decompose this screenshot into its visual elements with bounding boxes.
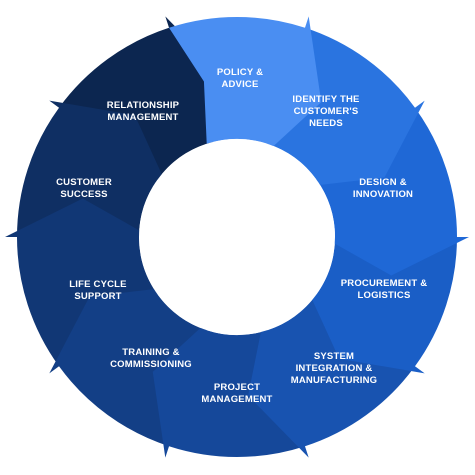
- segment-label-line: INNOVATION: [353, 189, 413, 200]
- segment-label-training: TRAINING &COMMISSIONING: [110, 347, 192, 370]
- segment-label-line: DESIGN &: [359, 177, 407, 188]
- segment-label-line: SYSTEM: [314, 351, 354, 362]
- segment-label-line: SUCCESS: [60, 189, 107, 200]
- segment-label-line: LIFE CYCLE: [69, 279, 126, 290]
- segment-procurement: [306, 237, 457, 374]
- segment-label-design: DESIGN &INNOVATION: [353, 177, 413, 200]
- segment-label-line: POLICY &: [217, 67, 263, 78]
- segment-label-line: MANUFACTURING: [291, 375, 378, 386]
- segment-label-line: TRAINING &: [122, 347, 179, 358]
- segment-label-line: CUSTOMER: [56, 177, 112, 188]
- segment-label-line: ADVICE: [221, 79, 258, 90]
- segment-customer: [17, 100, 168, 237]
- segment-label-procurement: PROCUREMENT &LOGISTICS: [341, 278, 428, 301]
- segment-label-line: IDENTIFY THE: [292, 94, 359, 105]
- segment-label-line: MANAGEMENT: [201, 394, 272, 405]
- segment-label-line: RELATIONSHIP: [107, 100, 180, 111]
- segment-system: [248, 294, 415, 458]
- segment-label-line: PROCUREMENT &: [341, 278, 428, 289]
- segment-label-line: NEEDS: [309, 118, 343, 129]
- segment-policy: [169, 16, 322, 156]
- segment-design: [316, 107, 469, 276]
- segment-label-policy: POLICY &ADVICE: [217, 67, 263, 90]
- segment-label-line: MANAGEMENT: [107, 112, 178, 123]
- segment-label-line: INTEGRATION &: [296, 363, 373, 374]
- segment-label-line: COMMISSIONING: [110, 359, 192, 370]
- center-hole: [139, 139, 335, 335]
- segment-label-line: SUPPORT: [74, 291, 121, 302]
- segment-label-line: CUSTOMER'S: [294, 106, 359, 117]
- segment-lifecycle: [5, 198, 158, 367]
- segment-relationship: [59, 16, 226, 180]
- segment-label-line: LOGISTICS: [358, 290, 411, 301]
- segment-label-line: PROJECT: [214, 382, 260, 393]
